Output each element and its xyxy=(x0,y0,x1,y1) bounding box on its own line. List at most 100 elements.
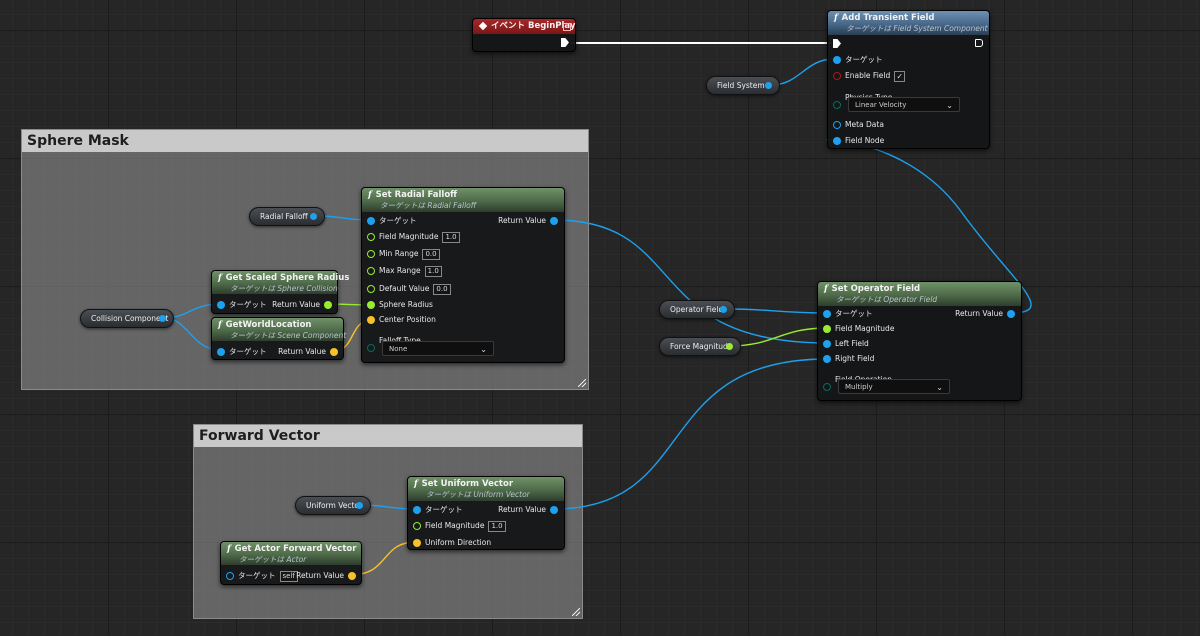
target-pin[interactable]: ターゲット xyxy=(217,299,267,311)
dropdown-value: None xyxy=(389,345,408,353)
node-title: イベント BeginPlay xyxy=(491,21,576,31)
object-pin-icon[interactable] xyxy=(356,502,363,509)
exec-out-pin[interactable] xyxy=(561,38,569,47)
object-pin-icon[interactable] xyxy=(159,315,166,322)
variable-label: Operator Field xyxy=(670,305,724,314)
event-begin-play-node[interactable]: イベント BeginPlay xyxy=(472,18,576,52)
return-value-pin[interactable]: Return Value xyxy=(296,570,356,582)
float-pin-icon xyxy=(367,267,375,275)
object-pin-icon xyxy=(833,121,841,129)
comment-title[interactable]: Sphere Mask xyxy=(22,130,588,152)
min-range-input[interactable]: 0.0 xyxy=(422,248,440,260)
enum-pin-icon xyxy=(823,383,831,391)
field-magnitude-pin[interactable]: Field Magnitude xyxy=(823,323,894,335)
node-subtitle: ターゲットは Uniform Vector xyxy=(426,490,530,499)
uniform-direction-pin[interactable]: Uniform Direction xyxy=(413,537,491,549)
field-magnitude-input[interactable]: 1.0 xyxy=(442,231,460,243)
object-pin-icon[interactable] xyxy=(310,213,317,220)
pin-label: Falloff Type xyxy=(379,335,421,347)
float-pin-icon xyxy=(367,233,375,241)
pin-label: ターゲット xyxy=(845,55,883,64)
pin-label: ターゲット xyxy=(229,300,267,309)
collision-component-variable[interactable]: Collision Component xyxy=(80,309,174,328)
comment-title[interactable]: Forward Vector xyxy=(194,425,582,447)
resize-handle[interactable] xyxy=(578,379,586,387)
enable-field-pin[interactable]: Enable Field✓ xyxy=(833,70,906,82)
target-pin[interactable]: ターゲット xyxy=(217,346,267,358)
center-position-pin[interactable]: Center Position xyxy=(367,314,436,326)
pin-label: Left Field xyxy=(835,339,869,348)
return-value-pin[interactable]: Return Value xyxy=(272,299,332,311)
operator-field-variable[interactable]: Operator Field xyxy=(659,300,735,319)
node-subtitle: ターゲットは Sphere Collision xyxy=(230,284,338,293)
falloff-type-dropdown[interactable]: None⌄ xyxy=(382,341,494,356)
wire-uniform-return-to-right-field xyxy=(553,358,828,510)
bool-pin-icon xyxy=(833,72,841,80)
chevron-down-icon: ⌄ xyxy=(936,383,943,392)
falloff-type-pin[interactable]: Falloff Type xyxy=(367,330,421,352)
field-operation-dropdown[interactable]: Multiply ⌄ xyxy=(838,379,950,394)
left-field-pin[interactable]: Left Field xyxy=(823,338,869,350)
field-system-variable[interactable]: Field System xyxy=(706,76,780,95)
target-pin[interactable]: ターゲット xyxy=(833,54,883,66)
enum-pin-icon xyxy=(833,101,841,109)
dropdown-value: Linear Velocity xyxy=(855,101,907,109)
target-pin[interactable]: ターゲット xyxy=(413,504,463,516)
right-field-pin[interactable]: Right Field xyxy=(823,353,874,365)
pin-label: Sphere Radius xyxy=(379,300,433,309)
pin-label: Return Value xyxy=(278,347,326,356)
max-range-input[interactable]: 1.0 xyxy=(424,265,442,277)
return-value-pin[interactable]: Return Value xyxy=(498,504,558,516)
field-node-pin[interactable]: Field Node xyxy=(833,135,884,147)
pin-label: Max Range xyxy=(379,266,421,275)
node-title: Get Scaled Sphere Radius xyxy=(225,273,350,283)
physics-type-dropdown[interactable]: Linear Velocity⌄ xyxy=(848,97,960,112)
return-value-pin[interactable]: Return Value xyxy=(498,215,558,227)
meta-data-pin[interactable]: Meta Data xyxy=(833,119,884,131)
uniform-vector-variable[interactable]: Uniform Vector xyxy=(295,496,371,515)
comment-forward-vector[interactable]: Forward Vector xyxy=(193,424,583,619)
pin-label: Return Value xyxy=(296,571,344,580)
object-pin-icon xyxy=(823,310,831,318)
return-value-pin[interactable]: Return Value xyxy=(955,308,1015,320)
pin-label: Min Range xyxy=(379,249,419,258)
exec-out-pin[interactable] xyxy=(975,39,983,47)
object-pin-icon[interactable] xyxy=(720,306,727,313)
node-subtitle: ターゲットは Field System Component xyxy=(846,24,988,33)
object-pin-icon[interactable] xyxy=(765,82,772,89)
pin-label: Return Value xyxy=(955,309,1003,318)
exec-in-pin[interactable] xyxy=(833,39,841,48)
sphere-radius-pin[interactable]: Sphere Radius xyxy=(367,299,433,311)
resize-handle[interactable] xyxy=(572,608,580,616)
field-magnitude-input[interactable]: 1.0 xyxy=(488,520,506,532)
node-title: Set Operator Field xyxy=(831,284,921,294)
target-pin[interactable]: ターゲット xyxy=(823,308,873,320)
enable-field-checkbox[interactable]: ✓ xyxy=(894,70,906,82)
node-title: Get Actor Forward Vector xyxy=(234,544,357,554)
node-subtitle: ターゲットは Actor xyxy=(239,555,307,564)
float-pin-icon[interactable] xyxy=(726,343,733,350)
default-value-input[interactable]: 0.0 xyxy=(433,283,451,295)
variable-label: Collision Component xyxy=(91,314,169,323)
node-title: Add Transient Field xyxy=(841,13,935,23)
dropdown-value: Multiply xyxy=(845,383,873,391)
return-value-pin[interactable]: Return Value xyxy=(278,346,338,358)
radial-falloff-variable[interactable]: Radial Falloff xyxy=(249,207,325,226)
object-pin-icon xyxy=(833,56,841,64)
force-magnitude-variable[interactable]: Force Magnitude xyxy=(659,337,741,356)
target-pin[interactable]: ターゲット xyxy=(367,215,417,227)
self-value[interactable]: self xyxy=(279,570,298,582)
